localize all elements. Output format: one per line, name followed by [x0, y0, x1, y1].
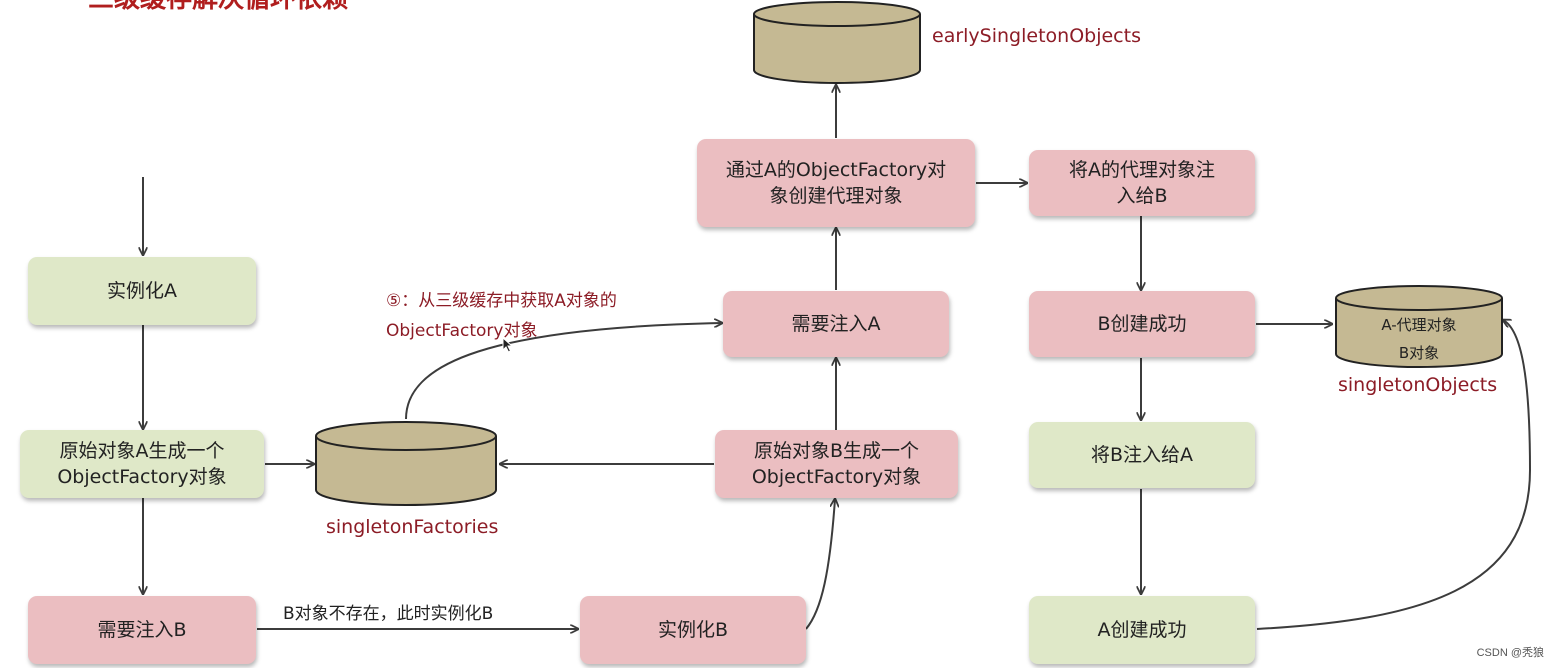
box-need-inject-b-text: 需要注入B [97, 619, 187, 641]
singleton-objects-label: singletonObjects [1338, 374, 1498, 396]
box-need-inject-b: 需要注入B [28, 596, 256, 664]
box-inject-proxy-b-text: 将A的代理对象注 入给B [1069, 159, 1215, 207]
box-inject-proxy-b: 将A的代理对象注 入给B [1029, 150, 1255, 216]
box-create-proxy: 通过A的ObjectFactory对 象创建代理对象 [697, 139, 975, 227]
watermark: CSDN @秃狼 [1476, 647, 1544, 659]
box-a-created: A创建成功 [1029, 596, 1255, 664]
box-inject-b-a-text: 将B注入给A [1090, 444, 1194, 466]
box-a-created-text: A创建成功 [1097, 619, 1187, 641]
box-raw-a-factory-text: 原始对象A生成一个 ObjectFactory对象 [57, 440, 227, 488]
singleton-factories-cylinder [315, 421, 497, 506]
box-need-inject-a: 需要注入A [723, 291, 949, 357]
edge-label-step5: ⑤：从三级缓存中获取A对象的 ObjectFactory对象 [386, 291, 617, 341]
singleton-objects-content-line2: B对象 [1398, 344, 1440, 362]
box-b-created: B创建成功 [1029, 291, 1255, 357]
arrow-a-created-to-singletons [1256, 320, 1532, 630]
box-need-inject-a-text: 需要注入A [791, 313, 881, 335]
arrow-instantiate-b-to-raw-b [805, 499, 835, 630]
box-inject-b-a: 将B注入给A [1029, 422, 1255, 488]
mouse-cursor-icon [502, 337, 514, 353]
box-instantiate-a-text: 实例化A [107, 280, 177, 302]
box-raw-b-factory-text: 原始对象B生成一个 ObjectFactory对象 [751, 440, 922, 488]
diagram-title: 三级缓存解决循环依赖 [88, 0, 348, 14]
arrow-factories-to-need-a [405, 323, 722, 420]
box-raw-a-factory: 原始对象A生成一个 ObjectFactory对象 [20, 430, 264, 498]
box-create-proxy-text: 通过A的ObjectFactory对 象创建代理对象 [725, 159, 947, 207]
early-singleton-objects-label: earlySingletonObjects [932, 25, 1141, 47]
box-instantiate-a: 实例化A [28, 257, 256, 325]
singleton-objects-cylinder [1335, 285, 1503, 368]
box-instantiate-b-text: 实例化B [657, 619, 729, 641]
singleton-factories-label: singletonFactories [326, 516, 499, 538]
box-b-created-text: B创建成功 [1097, 313, 1187, 335]
early-singleton-objects-cylinder [753, 1, 921, 84]
edge-label-b-missing: B对象不存在，此时实例化B [283, 604, 494, 624]
singleton-objects-content-line1: A-代理对象 [1381, 316, 1457, 334]
box-raw-b-factory: 原始对象B生成一个 ObjectFactory对象 [715, 430, 958, 498]
box-instantiate-b: 实例化B [580, 596, 806, 664]
